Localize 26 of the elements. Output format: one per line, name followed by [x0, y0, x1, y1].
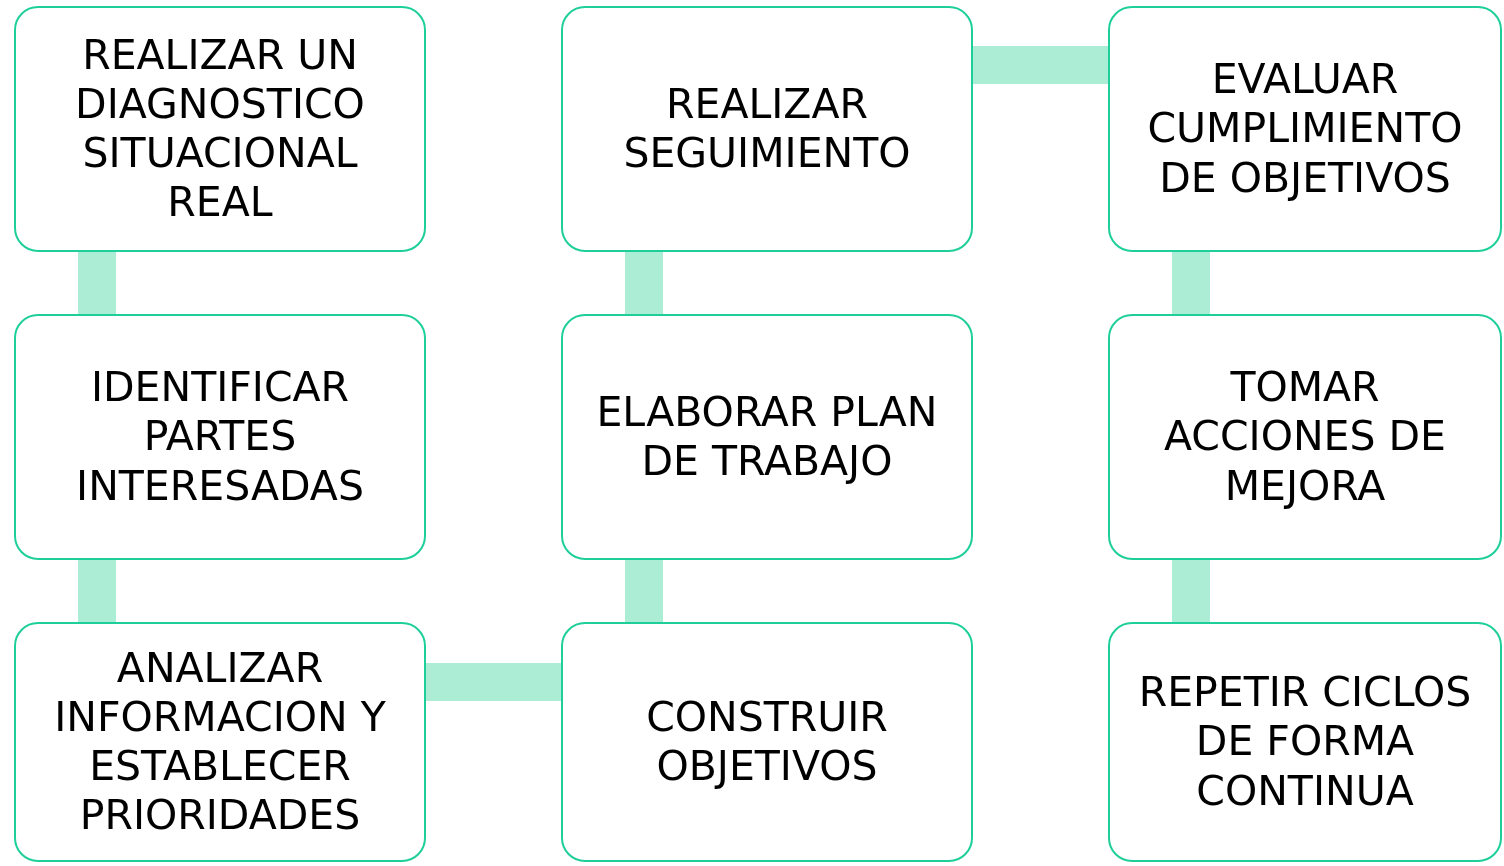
step-text: CONSTRUIR OBJETIVOS [645, 692, 889, 792]
process-box [1108, 622, 1502, 862]
connector-bar [973, 46, 1108, 84]
step-text: REALIZAR UN DIAGNOSTICO SITUACIONAL REAL [74, 30, 366, 228]
process-box [1108, 6, 1502, 252]
connector-bar [625, 252, 663, 314]
step-text: REPETIR CICLOS DE FORMA CONTINUA [1137, 668, 1473, 816]
step-text: IDENTIFICAR PARTES INTERESADAS [75, 363, 365, 511]
process-box [561, 314, 973, 560]
connector-bar [78, 252, 116, 314]
process-box [561, 6, 973, 252]
step-text: ANALIZAR INFORMACION Y ESTABLECER PRIORIDADES [53, 643, 387, 841]
step-text: ELABORAR PLAN DE TRABAJO [595, 387, 939, 487]
connector-bar [625, 560, 663, 622]
process-box [14, 314, 426, 560]
connector-bar [78, 560, 116, 622]
step-text: TOMAR ACCIONES DE MEJORA [1162, 363, 1448, 511]
process-box [14, 6, 426, 252]
connector-bar [426, 663, 561, 701]
process-box [561, 622, 973, 862]
process-box [1108, 314, 1502, 560]
step-text: REALIZAR SEGUIMIENTO [622, 79, 912, 179]
connector-bar [1172, 560, 1210, 622]
connector-bar [1172, 252, 1210, 314]
step-text: EVALUAR CUMPLIMIENTO DE OBJETIVOS [1146, 55, 1464, 203]
process-box [14, 622, 426, 862]
